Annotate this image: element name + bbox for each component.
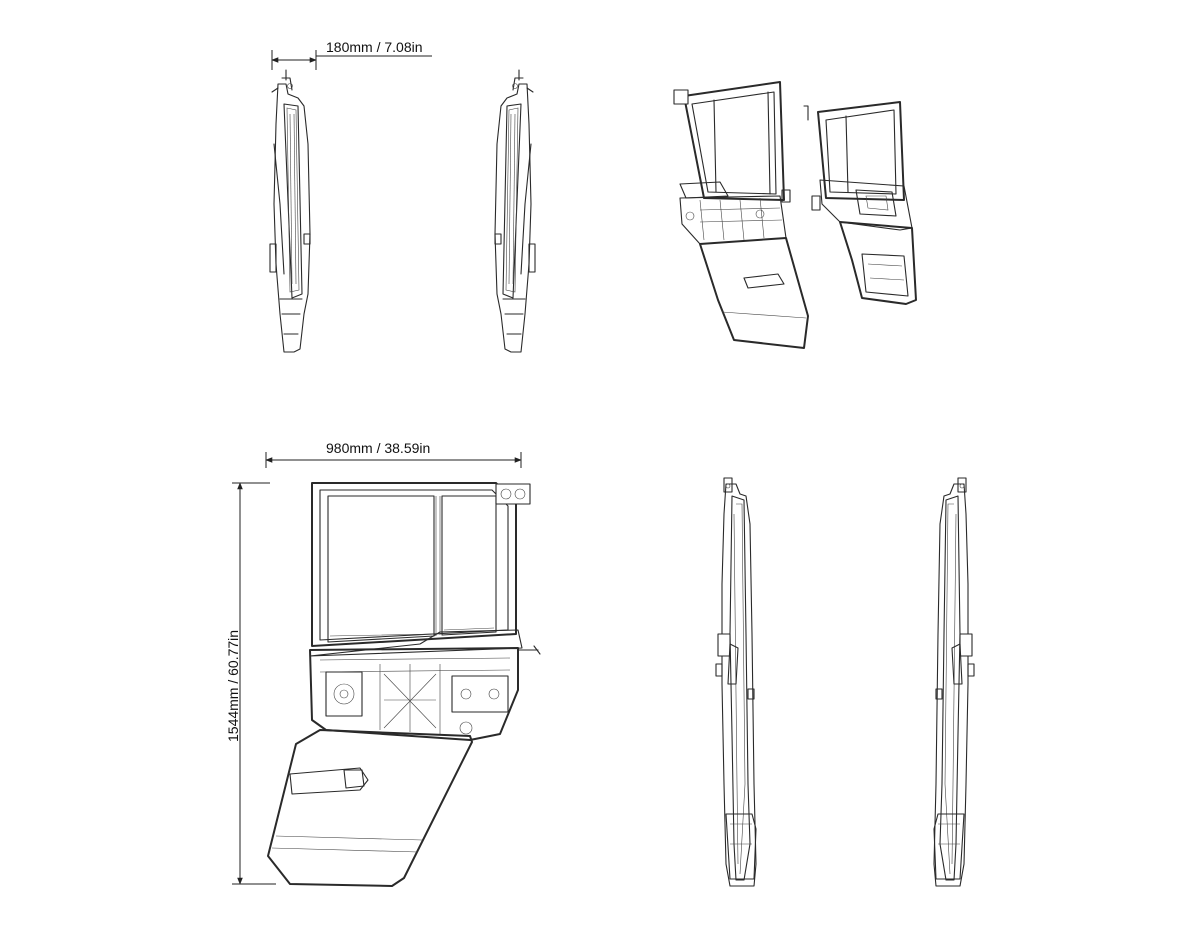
perspective-view-rear xyxy=(811,101,917,305)
side-view-top-left xyxy=(269,69,311,353)
dimension-front-width: 980mm / 38.59in xyxy=(265,440,522,468)
side-view-top-middle xyxy=(494,69,536,353)
front-height-label: 1544mm / 60.77in xyxy=(225,630,241,742)
side-view-bottom-right xyxy=(933,477,975,887)
dimension-top-width: 180mm / 7.08in xyxy=(271,39,432,70)
dimension-front-height: 1544mm / 60.77in xyxy=(225,482,276,885)
front-elevation-view xyxy=(267,482,541,887)
front-width-label: 980mm / 38.59in xyxy=(326,440,430,456)
perspective-view-front xyxy=(673,81,809,349)
side-view-bottom-left xyxy=(715,477,757,887)
top-width-label: 180mm / 7.08in xyxy=(326,39,423,55)
